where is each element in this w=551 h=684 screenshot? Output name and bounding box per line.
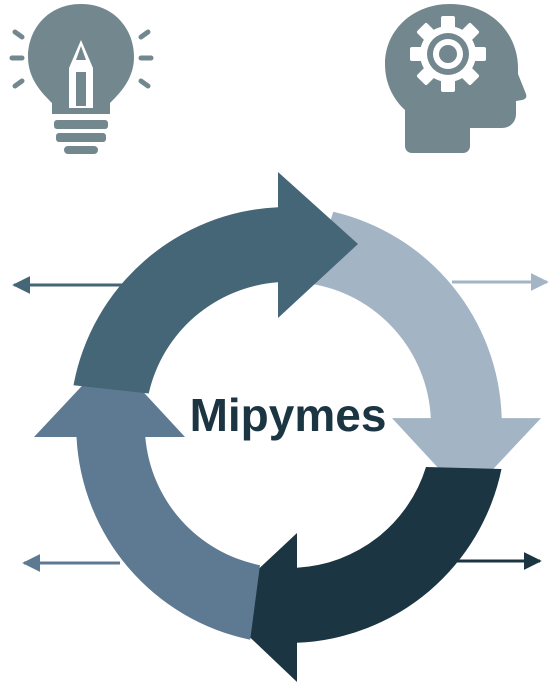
cycle-segment-top xyxy=(73,172,358,394)
lightbulb-pencil-icon xyxy=(9,4,154,154)
cycle-segment-left xyxy=(34,356,260,640)
center-label: Mipymes xyxy=(189,389,387,441)
cycle-segment-right xyxy=(310,211,541,499)
cycle-segment-bottom xyxy=(218,467,502,682)
head-gear-icon xyxy=(385,4,527,153)
